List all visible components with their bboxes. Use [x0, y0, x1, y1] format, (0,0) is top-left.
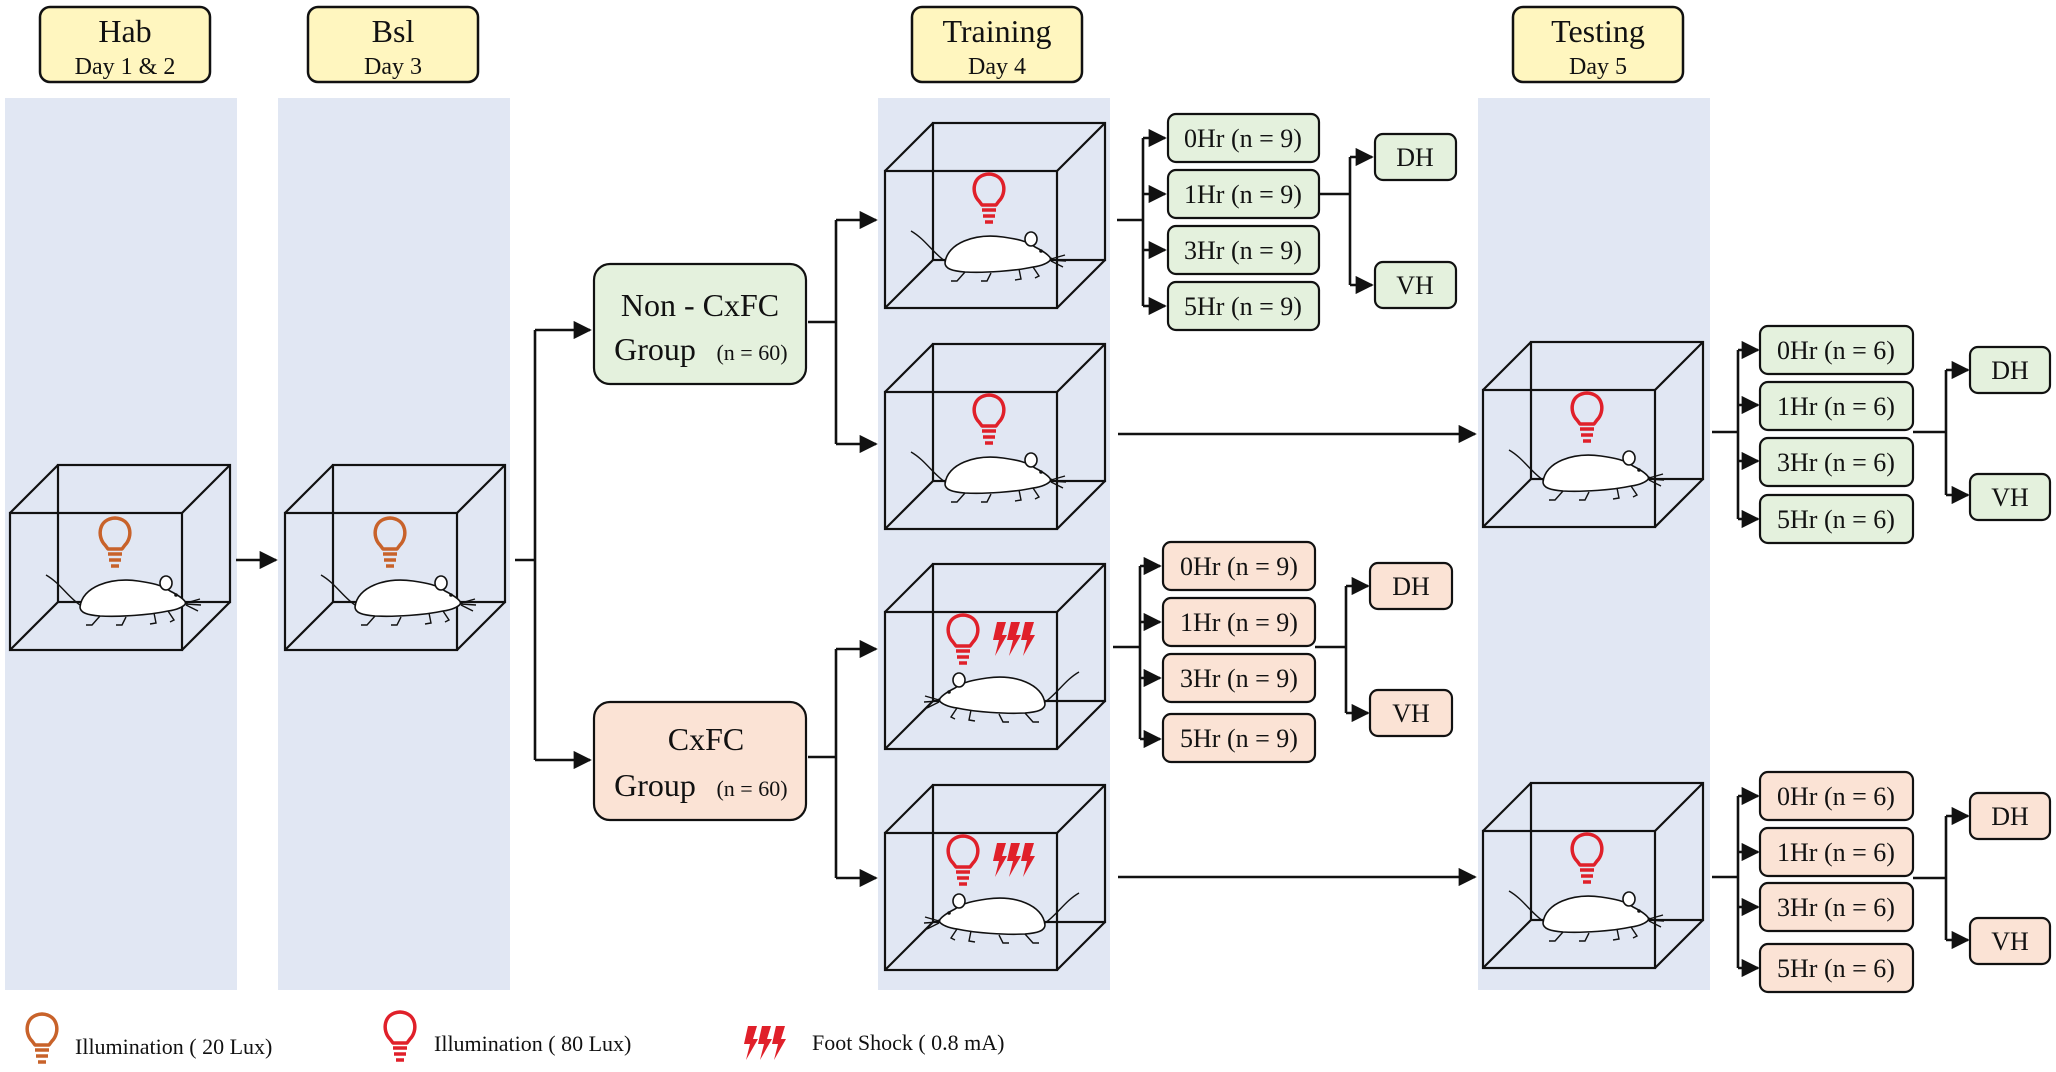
svg-text:5Hr (n = 9): 5Hr (n = 9)	[1180, 724, 1298, 753]
svg-text:Non - CxFC: Non - CxFC	[621, 287, 779, 323]
svg-text:Bsl: Bsl	[372, 13, 415, 49]
svg-text:DH: DH	[1392, 572, 1430, 601]
bulb-orange-icon	[25, 1012, 59, 1064]
timepoint-box	[1166, 280, 1321, 332]
svg-text:1Hr (n = 6): 1Hr (n = 6)	[1777, 392, 1895, 421]
timepoint-box	[1161, 540, 1317, 592]
svg-text:5Hr (n = 6): 5Hr (n = 6)	[1777, 954, 1895, 983]
svg-text:VH: VH	[1392, 699, 1430, 728]
branch-cxfc	[808, 639, 878, 888]
region-dh-training-green: DH	[1373, 132, 1458, 182]
timepoint-box	[1758, 436, 1915, 488]
timepoint-list-training-green: 0Hr (n = 9) 1Hr (n = 9) 3Hr (n = 9) 5Hr …	[1166, 112, 1321, 332]
branch-training-green	[1117, 128, 1167, 316]
timepoint-box	[1161, 652, 1317, 704]
branch-training-peach	[1113, 556, 1162, 749]
timepoint-box	[1758, 493, 1915, 545]
svg-text:1Hr (n = 9): 1Hr (n = 9)	[1184, 180, 1302, 209]
region-dh-testing-green: DH	[1968, 345, 2052, 395]
branch-region-testing-peach	[1913, 806, 1970, 950]
svg-text:Group: Group	[614, 767, 696, 803]
timepoint-box	[1758, 380, 1915, 432]
svg-text:VH: VH	[1991, 927, 2029, 956]
timepoint-box	[1161, 596, 1317, 648]
timepoint-box	[1166, 224, 1321, 276]
svg-text:Day 4: Day 4	[968, 54, 1026, 80]
svg-text:DH: DH	[1991, 356, 2029, 385]
svg-text:0Hr (n = 9): 0Hr (n = 9)	[1180, 552, 1298, 581]
svg-text:Day 5: Day 5	[1569, 54, 1627, 80]
timepoint-box	[1758, 826, 1915, 878]
svg-text:Illumination ( 80 Lux): Illumination ( 80 Lux)	[434, 1031, 631, 1056]
hab-panel	[5, 98, 237, 990]
legend: Illumination ( 20 Lux) Illumination ( 80…	[25, 1010, 1005, 1064]
region-vh-testing-green: VH	[1968, 472, 2052, 522]
svg-text:Hab: Hab	[98, 13, 151, 49]
timepoint-list-training-peach: 0Hr (n = 9) 1Hr (n = 9) 3Hr (n = 9) 5Hr …	[1161, 540, 1317, 764]
svg-text:Illumination ( 20 Lux): Illumination ( 20 Lux)	[75, 1034, 272, 1059]
timepoint-box	[1758, 770, 1915, 822]
svg-text:5Hr (n = 6): 5Hr (n = 6)	[1777, 505, 1895, 534]
svg-text:1Hr (n = 6): 1Hr (n = 6)	[1777, 838, 1895, 867]
svg-text:Foot Shock ( 0.8 mA): Foot Shock ( 0.8 mA)	[812, 1030, 1005, 1055]
branch-region-testing-green	[1913, 360, 1970, 505]
svg-text:CxFC: CxFC	[668, 721, 744, 757]
timepoint-box	[1758, 881, 1915, 933]
region-vh-testing-peach: VH	[1968, 916, 2052, 966]
split-to-groups	[515, 320, 592, 770]
svg-text:0Hr (n = 9): 0Hr (n = 9)	[1184, 124, 1302, 153]
region-vh-training-peach: VH	[1368, 688, 1454, 738]
region-dh-training-peach: DH	[1368, 561, 1454, 611]
svg-text:(n = 60): (n = 60)	[716, 776, 787, 801]
region-dh-testing-peach: DH	[1968, 791, 2052, 841]
branch-region-training-peach	[1315, 576, 1370, 723]
timepoint-box	[1166, 112, 1321, 164]
stage-header-bsl: Bsl Day 3	[306, 5, 480, 84]
legend-item-foot-shock: Foot Shock ( 0.8 mA)	[744, 1026, 1005, 1060]
foot-shock-icon	[744, 1026, 786, 1060]
svg-text:0Hr (n = 6): 0Hr (n = 6)	[1777, 782, 1895, 811]
svg-text:0Hr (n = 6): 0Hr (n = 6)	[1777, 336, 1895, 365]
branch-region-training-green	[1319, 147, 1374, 295]
branch-testing-peach	[1712, 786, 1760, 978]
stage-header-hab: Hab Day 1 & 2	[38, 5, 212, 84]
svg-text:5Hr (n = 9): 5Hr (n = 9)	[1184, 292, 1302, 321]
svg-text:3Hr (n = 6): 3Hr (n = 6)	[1777, 448, 1895, 477]
timepoint-box	[1758, 324, 1915, 376]
svg-text:Day 3: Day 3	[364, 54, 422, 80]
svg-text:Training: Training	[942, 13, 1051, 49]
svg-text:3Hr (n = 9): 3Hr (n = 9)	[1184, 236, 1302, 265]
timepoint-box	[1161, 712, 1317, 764]
timepoint-list-testing-green: 0Hr (n = 6) 1Hr (n = 6) 3Hr (n = 6) 5Hr …	[1758, 324, 1915, 545]
stage-header-training: Training Day 4	[910, 5, 1084, 84]
timepoint-list-testing-peach: 0Hr (n = 6) 1Hr (n = 6) 3Hr (n = 6) 5Hr …	[1758, 770, 1915, 994]
svg-text:VH: VH	[1991, 483, 2029, 512]
svg-text:(n = 60): (n = 60)	[716, 340, 787, 365]
timepoint-box	[1758, 942, 1915, 994]
testing-panel	[1478, 98, 1710, 990]
region-vh-training-green: VH	[1373, 260, 1458, 310]
svg-text:VH: VH	[1396, 271, 1434, 300]
bulb-red-icon	[383, 1010, 417, 1062]
legend-item-20-lux: Illumination ( 20 Lux)	[25, 1012, 272, 1064]
svg-text:DH: DH	[1396, 143, 1434, 172]
svg-text:DH: DH	[1991, 802, 2029, 831]
bsl-panel	[278, 98, 510, 990]
stage-header-testing: Testing Day 5	[1511, 5, 1685, 84]
group-cxfc: CxFC Group (n = 60)	[592, 700, 808, 822]
svg-text:1Hr (n = 9): 1Hr (n = 9)	[1180, 608, 1298, 637]
branch-testing-green	[1712, 340, 1760, 529]
group-non-cxfc: Non - CxFC Group (n = 60)	[592, 262, 808, 386]
branch-non-cxfc	[808, 210, 878, 454]
svg-text:Day 1 & 2: Day 1 & 2	[75, 54, 176, 80]
svg-text:Group: Group	[614, 331, 696, 367]
svg-text:3Hr (n = 9): 3Hr (n = 9)	[1180, 664, 1298, 693]
svg-text:3Hr (n = 6): 3Hr (n = 6)	[1777, 893, 1895, 922]
legend-item-80-lux: Illumination ( 80 Lux)	[383, 1010, 631, 1062]
svg-text:Testing: Testing	[1551, 13, 1645, 49]
